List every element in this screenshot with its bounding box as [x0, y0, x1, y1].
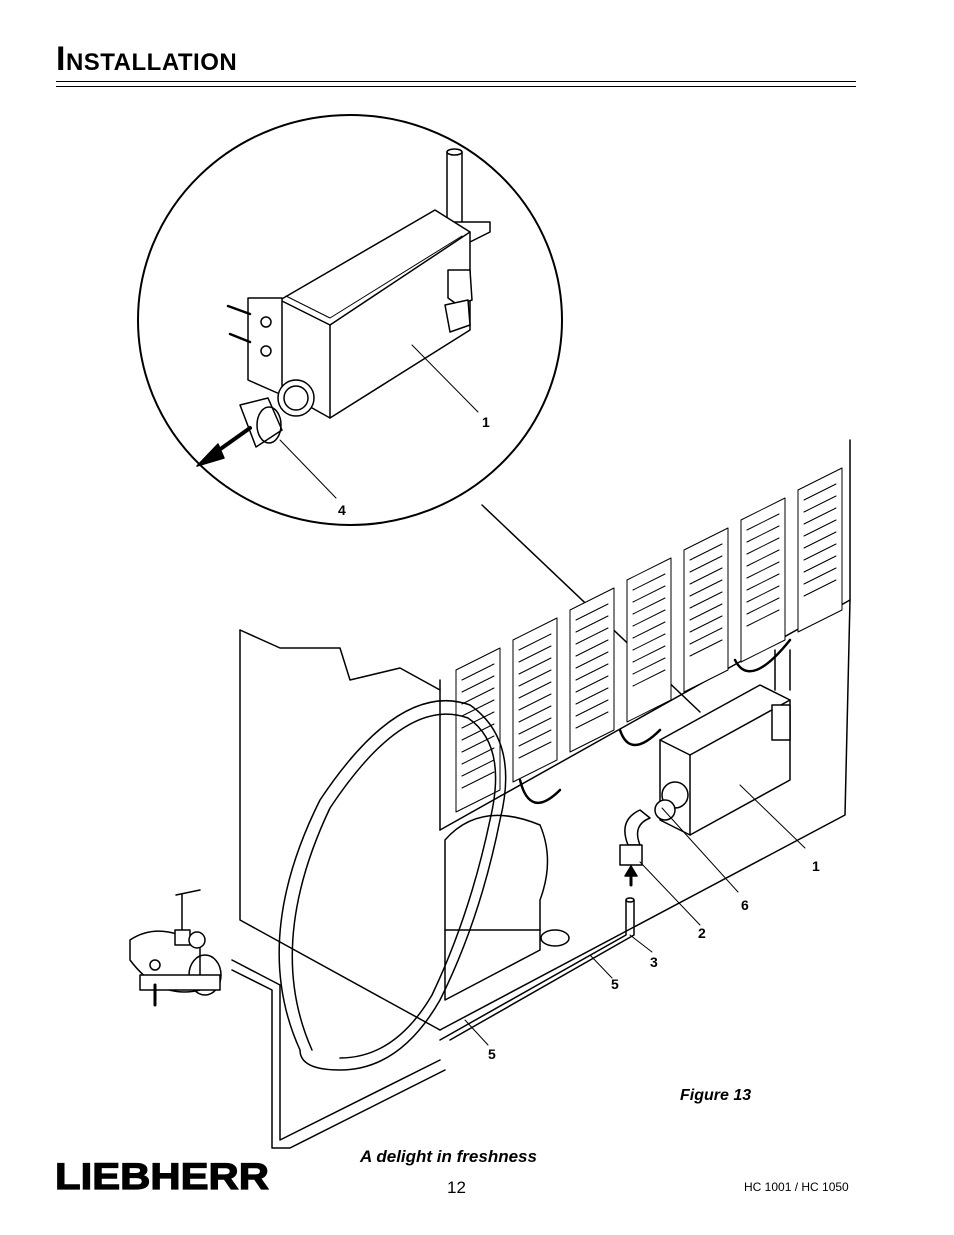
callout-inset-4: 4: [338, 502, 346, 518]
figure-caption: Figure 13: [680, 1087, 752, 1104]
liebherr-logo: LIEBHERR: [55, 1158, 269, 1194]
title-rule-bottom: [56, 86, 856, 87]
svg-text:LIEBHERR: LIEBHERR: [55, 1158, 269, 1194]
page-title: Installation: [56, 40, 238, 78]
callout-main-2: 2: [698, 925, 706, 941]
title-rule-top: [56, 81, 856, 82]
callout-inset-1: 1: [482, 414, 490, 430]
callout-main-5a: 5: [611, 976, 619, 992]
inset-detail: [137, 114, 563, 526]
installation-illustration: [129, 114, 851, 1149]
callout-main-6: 6: [741, 897, 749, 913]
cabinet-view: [129, 439, 851, 1149]
page-number: 12: [447, 1178, 466, 1197]
callout-main-5b: 5: [488, 1046, 496, 1062]
footer-slogan: A delight in freshness: [360, 1147, 537, 1166]
model-number: HC 1001 / HC 1050: [744, 1180, 849, 1194]
callout-main-3: 3: [650, 954, 658, 970]
callout-main-1: 1: [812, 858, 820, 874]
